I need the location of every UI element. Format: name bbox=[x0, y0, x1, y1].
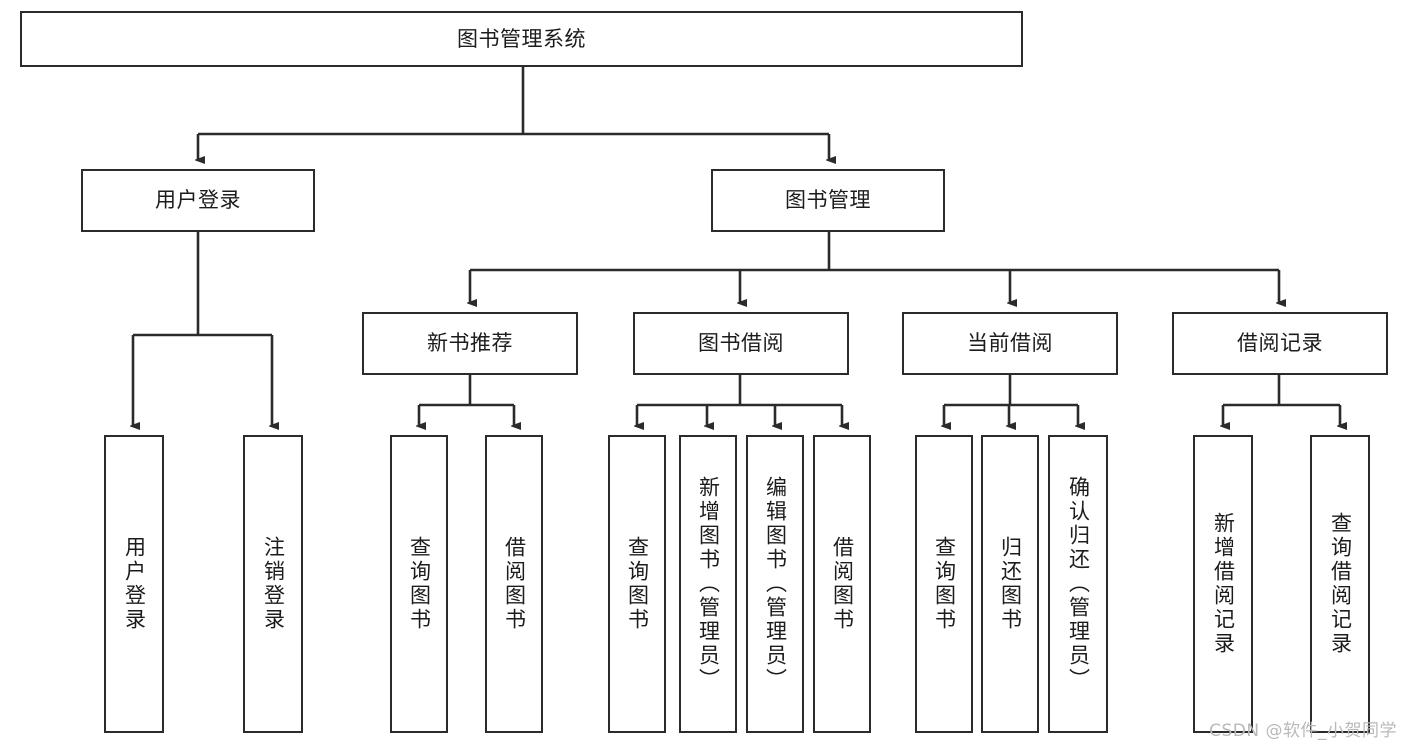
node-label: 借阅图书 bbox=[502, 536, 527, 632]
node-label: 新增图书（管理员） bbox=[696, 476, 721, 692]
leaf-add-book-admin[interactable]: 新增图书（管理员） bbox=[679, 435, 737, 733]
leaf-confirm-return-admin[interactable]: 确认归还（管理员） bbox=[1048, 435, 1108, 733]
node-label: 图书管理 bbox=[785, 188, 871, 213]
leaf-query-book-current[interactable]: 查询图书 bbox=[915, 435, 973, 733]
node-label: 查询图书 bbox=[625, 536, 650, 632]
node-label: 查询借阅记录 bbox=[1328, 512, 1353, 656]
node-root-system[interactable]: 图书管理系统 bbox=[20, 11, 1023, 67]
leaf-add-borrow-record[interactable]: 新增借阅记录 bbox=[1193, 435, 1253, 733]
node-book-borrow[interactable]: 图书借阅 bbox=[633, 312, 849, 375]
leaf-borrow-book[interactable]: 借阅图书 bbox=[813, 435, 871, 733]
leaf-borrow-book-recommend[interactable]: 借阅图书 bbox=[485, 435, 543, 733]
node-label: 注销登录 bbox=[261, 536, 286, 632]
leaf-query-book-borrow[interactable]: 查询图书 bbox=[608, 435, 666, 733]
leaf-logout[interactable]: 注销登录 bbox=[243, 435, 303, 733]
node-label: 用户登录 bbox=[155, 188, 241, 213]
leaf-user-login[interactable]: 用户登录 bbox=[104, 435, 164, 733]
leaf-query-book-recommend[interactable]: 查询图书 bbox=[390, 435, 448, 733]
node-label: 新增借阅记录 bbox=[1211, 512, 1236, 656]
node-label: 确认归还（管理员） bbox=[1066, 476, 1091, 692]
leaf-return-book[interactable]: 归还图书 bbox=[981, 435, 1039, 733]
csdn-watermark: CSDN @软件_小贺同学 bbox=[1209, 721, 1397, 741]
node-label: 图书管理系统 bbox=[457, 26, 586, 51]
node-label: 借阅图书 bbox=[830, 536, 855, 632]
node-borrow-record[interactable]: 借阅记录 bbox=[1172, 312, 1388, 375]
node-label: 编辑图书（管理员） bbox=[763, 476, 788, 692]
node-current-borrow[interactable]: 当前借阅 bbox=[902, 312, 1118, 375]
leaf-query-borrow-record[interactable]: 查询借阅记录 bbox=[1310, 435, 1370, 733]
node-label: 查询图书 bbox=[932, 536, 957, 632]
node-new-book-recommend[interactable]: 新书推荐 bbox=[362, 312, 578, 375]
node-label: 当前借阅 bbox=[967, 331, 1053, 356]
node-label: 借阅记录 bbox=[1237, 331, 1323, 356]
node-label: 图书借阅 bbox=[698, 331, 784, 356]
node-user-login[interactable]: 用户登录 bbox=[81, 169, 315, 232]
node-book-management[interactable]: 图书管理 bbox=[711, 169, 945, 232]
node-label: 用户登录 bbox=[122, 536, 147, 632]
leaf-edit-book-admin[interactable]: 编辑图书（管理员） bbox=[746, 435, 804, 733]
node-label: 新书推荐 bbox=[427, 331, 513, 356]
node-label: 查询图书 bbox=[407, 536, 432, 632]
node-label: 归还图书 bbox=[998, 536, 1023, 632]
